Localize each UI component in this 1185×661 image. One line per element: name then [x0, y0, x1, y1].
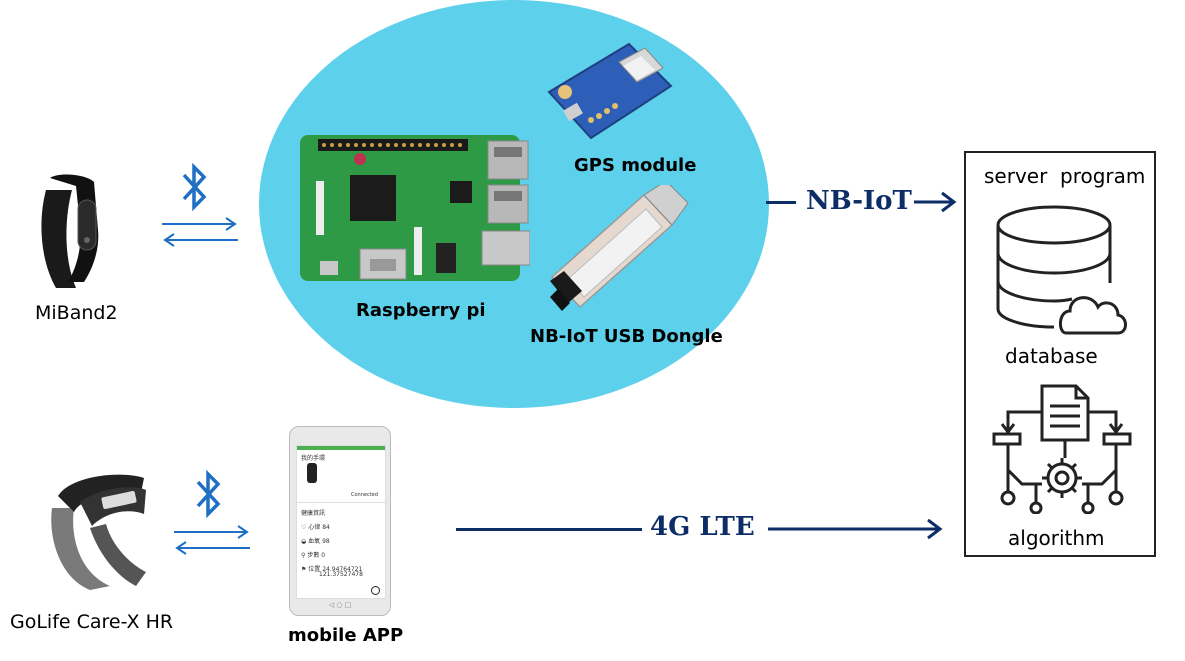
phone-section-health: 健康資訊 [301, 510, 326, 517]
phone-divider [297, 502, 385, 503]
golife-label: GoLife Care-X HR [10, 611, 174, 633]
steps-value: 0 [321, 552, 326, 559]
heart-rate-row: ♡ 心律 84 [301, 524, 330, 531]
database-label: database [1005, 344, 1098, 368]
watch-icon [307, 463, 317, 483]
bidirectional-arrow [174, 525, 250, 555]
bluetooth-icon [182, 163, 207, 211]
algorithm-label: algorithm [1008, 526, 1105, 550]
mobile-phone: 我的手環 Connected 健康資訊 ♡ 心律 84 ◒ 血氧 98 ⚲ 步數… [289, 426, 391, 616]
raspberry-pi-board [300, 135, 530, 281]
nbiot-label: NB-IoT [806, 186, 912, 216]
phone-nav-buttons: ◁ ○ □ [328, 601, 352, 609]
phone-section-mywatch: 我的手環 [301, 455, 326, 462]
database-icon [996, 205, 1127, 335]
steps-label: 步數 [307, 552, 320, 559]
steps-row: ⚲ 步數 0 [301, 552, 326, 559]
lte-arrow [768, 518, 943, 540]
phone-connection-status: Connected [351, 492, 378, 498]
position-row: ⚑ 位置 24.94764721 [301, 566, 363, 573]
lte-line [456, 528, 642, 531]
phone-screen: 我的手環 Connected 健康資訊 ♡ 心律 84 ◒ 血氧 98 ⚲ 步數… [296, 445, 386, 599]
lte-label: 4G LTE [650, 512, 755, 542]
algorithm-icon [992, 384, 1132, 514]
gps-module [547, 42, 673, 140]
longitude-value: 121.37527478 [319, 571, 363, 578]
position-label: 位置 [308, 566, 321, 573]
add-button-icon[interactable] [371, 586, 380, 595]
heart-rate-label: 心律 [308, 524, 321, 531]
bidirectional-arrow [162, 217, 238, 247]
nbiot-dongle-label: NB-IoT USB Dongle [530, 326, 723, 347]
server-box [964, 151, 1156, 557]
gps-module-label: GPS module [574, 155, 697, 176]
oxygen-row: ◒ 血氧 98 [301, 538, 330, 545]
phone-status-bar [297, 446, 385, 450]
golife-device [51, 474, 146, 590]
oxygen-value: 98 [322, 538, 330, 545]
server-program-label: server program [984, 164, 1146, 188]
nbiot-arrow [914, 191, 957, 213]
mobile-app-label: mobile APP [288, 625, 404, 646]
latitude-value: 24.94764721 [322, 566, 363, 573]
bluetooth-icon [196, 470, 221, 518]
oxygen-label: 血氧 [308, 538, 321, 545]
miband2-device [41, 174, 99, 288]
nbiot-usb-dongle [550, 185, 689, 311]
miband2-label: MiBand2 [35, 302, 118, 324]
heart-rate-value: 84 [322, 524, 330, 531]
raspberry-pi-label: Raspberry pi [356, 300, 486, 321]
nbiot-line [766, 201, 796, 204]
